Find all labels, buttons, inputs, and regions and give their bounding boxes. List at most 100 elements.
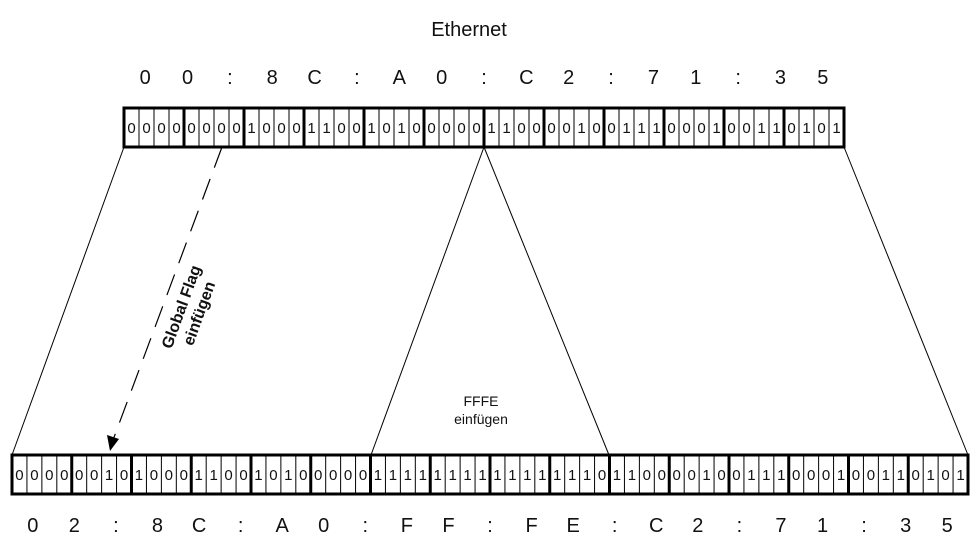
top-bit: 0 bbox=[517, 120, 525, 137]
bottom-bit: 1 bbox=[553, 467, 561, 484]
bottom-bit: 1 bbox=[195, 467, 203, 484]
bottom-bit: 0 bbox=[732, 467, 740, 484]
top-bit: 0 bbox=[277, 120, 285, 137]
top-bit: 0 bbox=[607, 120, 615, 137]
bottom-hex-digit: 0 bbox=[27, 515, 38, 537]
top-bit: 1 bbox=[652, 120, 660, 137]
bottom-bit: 0 bbox=[60, 467, 68, 484]
bottom-bit: 1 bbox=[434, 467, 442, 484]
bottom-bit: 1 bbox=[419, 467, 427, 484]
bottom-bit: 0 bbox=[344, 467, 352, 484]
bottom-hex-separator: : bbox=[861, 515, 867, 537]
top-bit: 0 bbox=[727, 120, 735, 137]
bottom-bit: 0 bbox=[269, 467, 277, 484]
top-bit: 0 bbox=[337, 120, 345, 137]
mapping-line-split-right bbox=[483, 146, 610, 456]
top-bit: 0 bbox=[427, 120, 435, 137]
top-bit: 1 bbox=[577, 120, 585, 137]
top-hex-separator: : bbox=[735, 67, 741, 89]
bottom-bit: 1 bbox=[374, 467, 382, 484]
top-hex-separator: : bbox=[481, 67, 487, 89]
top-hex-separator: : bbox=[227, 67, 233, 89]
top-bit: 1 bbox=[832, 120, 840, 137]
bottom-bit: 1 bbox=[897, 467, 905, 484]
bottom-hex-digit: 5 bbox=[942, 515, 953, 537]
bottom-hex-separator: : bbox=[737, 515, 743, 537]
bottom-bit: 0 bbox=[673, 467, 681, 484]
top-bit: 0 bbox=[127, 120, 135, 137]
top-hex-digit: 0 bbox=[436, 67, 447, 89]
bottom-bit: 1 bbox=[284, 467, 292, 484]
bottom-hex-digit: 0 bbox=[318, 515, 329, 537]
top-bit: 0 bbox=[157, 120, 165, 137]
bottom-bit: 0 bbox=[717, 467, 725, 484]
top-bit: 0 bbox=[457, 120, 465, 137]
top-bit: 0 bbox=[787, 120, 795, 137]
top-bit: 0 bbox=[412, 120, 420, 137]
top-bit: 0 bbox=[187, 120, 195, 137]
bottom-bit: 0 bbox=[90, 467, 98, 484]
top-bit: 0 bbox=[547, 120, 555, 137]
bottom-bit: 1 bbox=[105, 467, 113, 484]
top-bit: 1 bbox=[307, 120, 315, 137]
bottom-hex-digit: 1 bbox=[817, 515, 828, 537]
top-bit: 0 bbox=[817, 120, 825, 137]
mapping-line-right bbox=[843, 146, 969, 456]
fffe-label-line2: einfügen bbox=[454, 411, 508, 427]
bottom-bit: 0 bbox=[239, 467, 247, 484]
bottom-bit: 1 bbox=[538, 467, 546, 484]
bottom-hex-separator: : bbox=[612, 515, 618, 537]
bottom-bit: 0 bbox=[807, 467, 815, 484]
bottom-bit: 1 bbox=[463, 467, 471, 484]
bottom-bit: 1 bbox=[777, 467, 785, 484]
bottom-bit: 1 bbox=[135, 467, 143, 484]
bottom-bit: 0 bbox=[224, 467, 232, 484]
bottom-bit: 1 bbox=[389, 467, 397, 484]
bottom-bit: 1 bbox=[762, 467, 770, 484]
top-bit: 0 bbox=[472, 120, 480, 137]
bottom-hex-digit: 2 bbox=[692, 515, 703, 537]
bottom-bit: 1 bbox=[254, 467, 262, 484]
bottom-hex-digit: A bbox=[276, 515, 290, 537]
bottom-hex-separator: : bbox=[113, 515, 119, 537]
top-bit: 1 bbox=[772, 120, 780, 137]
top-bit: 0 bbox=[697, 120, 705, 137]
bottom-hex-separator: : bbox=[487, 515, 493, 537]
top-bit: 0 bbox=[142, 120, 150, 137]
top-bit: 0 bbox=[232, 120, 240, 137]
bottom-hex-digit: F bbox=[401, 515, 413, 537]
mapping-line-split-left bbox=[370, 146, 485, 456]
top-hex-digit: 0 bbox=[140, 67, 151, 89]
bottom-bit: 0 bbox=[299, 467, 307, 484]
top-bit: 1 bbox=[367, 120, 375, 137]
top-hex-digit: 2 bbox=[563, 67, 574, 89]
bottom-bit: 0 bbox=[30, 467, 38, 484]
bottom-bit: 1 bbox=[613, 467, 621, 484]
global-flag-label: Global Flag einfügen bbox=[159, 263, 219, 351]
bottom-bit: 1 bbox=[628, 467, 636, 484]
bottom-bit: 1 bbox=[568, 467, 576, 484]
bottom-bit: 0 bbox=[45, 467, 53, 484]
top-bit: 1 bbox=[637, 120, 645, 137]
bottom-bit: 1 bbox=[583, 467, 591, 484]
top-bit: 0 bbox=[667, 120, 675, 137]
bottom-hex-digit: F bbox=[442, 515, 454, 537]
bottom-bit: 0 bbox=[359, 467, 367, 484]
bottom-bit: 0 bbox=[912, 467, 920, 484]
top-bit: 0 bbox=[592, 120, 600, 137]
bottom-bit: 0 bbox=[120, 467, 128, 484]
bottom-bit: 1 bbox=[478, 467, 486, 484]
bottom-bit: 1 bbox=[837, 467, 845, 484]
bottom-bit: 0 bbox=[792, 467, 800, 484]
top-bit: 0 bbox=[742, 120, 750, 137]
top-hex-separator: : bbox=[608, 67, 614, 89]
top-bit: 1 bbox=[397, 120, 405, 137]
bottom-bit: 0 bbox=[150, 467, 158, 484]
bottom-bit: 0 bbox=[329, 467, 337, 484]
bottom-bit: 1 bbox=[956, 467, 964, 484]
